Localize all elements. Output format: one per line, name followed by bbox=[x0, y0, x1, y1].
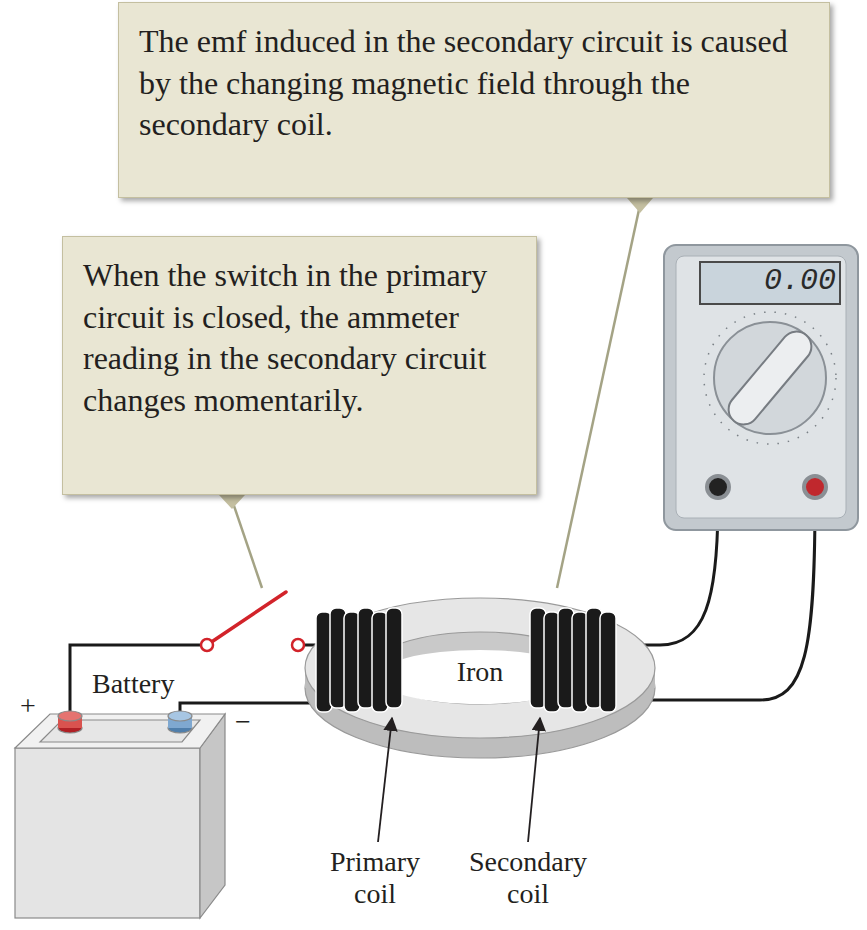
primary-coil bbox=[316, 608, 402, 712]
terminal-sign: + bbox=[16, 690, 40, 722]
iron-core bbox=[305, 598, 655, 758]
callout-text: The emf induced in the secondary circuit… bbox=[139, 21, 809, 146]
callout-box: When the switch in the primary circuit i… bbox=[62, 236, 537, 495]
battery bbox=[15, 711, 225, 918]
battery-label: Battery bbox=[92, 668, 212, 700]
core-label: Iron bbox=[430, 656, 530, 688]
callout-box: The emf induced in the secondary circuit… bbox=[118, 2, 830, 198]
secondary-coil bbox=[530, 608, 616, 712]
callout-text: When the switch in the primary circuit i… bbox=[83, 255, 516, 421]
meter-reading: 0.00 bbox=[702, 264, 836, 298]
ammeter bbox=[664, 245, 858, 530]
pointer-arrows bbox=[378, 718, 540, 842]
coil-label: Primary coil bbox=[315, 846, 435, 910]
switch bbox=[201, 592, 304, 651]
terminal-sign: − bbox=[230, 706, 256, 738]
coil-label: Secondary coil bbox=[453, 846, 603, 910]
